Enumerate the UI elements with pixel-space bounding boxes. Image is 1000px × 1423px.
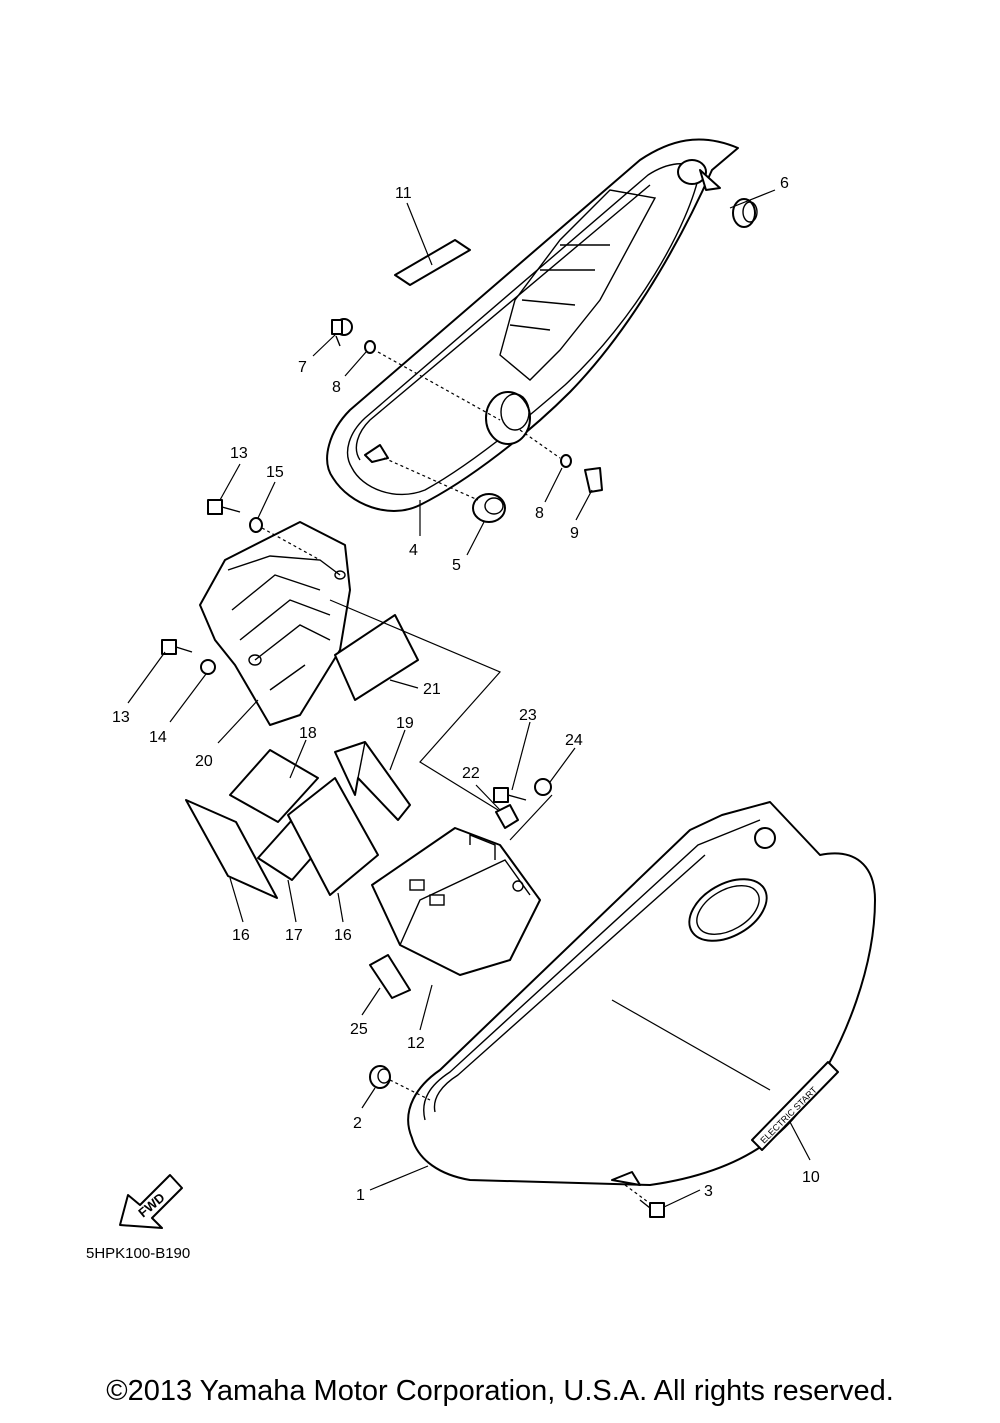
callout-14: 14 bbox=[149, 729, 167, 746]
side-cover-upper-part-4 bbox=[326, 138, 739, 512]
battery-box-part-12 bbox=[371, 827, 541, 976]
callout-12: 12 bbox=[407, 1035, 425, 1052]
callout-5: 5 bbox=[452, 557, 461, 574]
callout-7: 7 bbox=[298, 359, 307, 376]
callout-8-lower: 8 bbox=[535, 505, 544, 522]
diagram-code: 5HPK100-B190 bbox=[86, 1245, 190, 1262]
decal-part-11 bbox=[394, 239, 471, 286]
collar-part-14 bbox=[200, 659, 216, 675]
callout-11: 11 bbox=[395, 185, 412, 202]
clip-part-22 bbox=[495, 804, 519, 829]
callout-18: 18 bbox=[299, 725, 317, 742]
callout-15: 15 bbox=[266, 464, 284, 481]
callout-16-left: 16 bbox=[232, 927, 250, 944]
bracket-part-19 bbox=[334, 741, 411, 821]
bolt-part-13-lower bbox=[161, 639, 193, 655]
callout-20: 20 bbox=[195, 753, 213, 770]
callout-21: 21 bbox=[423, 681, 441, 698]
callout-17: 17 bbox=[285, 927, 303, 944]
screw-part-7 bbox=[331, 318, 353, 347]
callout-numbers: 11 6 7 8 13 15 4 5 8 9 21 13 14 20 18 19… bbox=[112, 175, 820, 1204]
filter-part-21 bbox=[334, 614, 419, 701]
callout-16-right: 16 bbox=[334, 927, 352, 944]
callout-19: 19 bbox=[396, 715, 414, 732]
grommet-part-6 bbox=[732, 198, 758, 228]
callout-23: 23 bbox=[519, 707, 537, 724]
washer-part-8-upper bbox=[364, 340, 376, 354]
side-cover-part-1 bbox=[407, 801, 876, 1186]
bracket-part-20 bbox=[199, 521, 351, 726]
callout-6: 6 bbox=[780, 175, 789, 192]
washer-part-15 bbox=[249, 517, 263, 533]
callout-22: 22 bbox=[462, 765, 480, 782]
grommet-part-5 bbox=[472, 493, 506, 523]
grommet-part-2 bbox=[369, 1065, 391, 1089]
callout-1: 1 bbox=[356, 1187, 365, 1204]
washer-part-8-lower bbox=[560, 454, 572, 468]
collar-part-24 bbox=[534, 778, 552, 796]
callout-8-upper: 8 bbox=[332, 379, 341, 396]
callout-3: 3 bbox=[704, 1183, 713, 1200]
pad-part-16-right bbox=[287, 777, 379, 896]
callout-10: 10 bbox=[802, 1169, 820, 1186]
forward-arrow-icon: FWD bbox=[119, 1174, 183, 1229]
callout-2: 2 bbox=[353, 1115, 362, 1132]
callout-13-upper: 13 bbox=[230, 445, 248, 462]
pad-part-18 bbox=[229, 749, 319, 823]
callout-13-lower: 13 bbox=[112, 709, 130, 726]
pad-part-25 bbox=[369, 954, 411, 999]
bolt-part-13-upper bbox=[207, 499, 241, 515]
leader-lines bbox=[127, 189, 811, 1208]
pad-part-16-left bbox=[185, 799, 278, 899]
bolt-part-3 bbox=[639, 1199, 665, 1218]
copyright-notice: ©2013 Yamaha Motor Corporation, U.S.A. A… bbox=[106, 1375, 894, 1407]
bolt-part-23 bbox=[493, 787, 527, 803]
callout-24: 24 bbox=[565, 732, 583, 749]
callout-9: 9 bbox=[570, 525, 579, 542]
callout-4: 4 bbox=[409, 542, 418, 559]
callout-25: 25 bbox=[350, 1021, 368, 1038]
clip-part-9 bbox=[584, 467, 603, 493]
